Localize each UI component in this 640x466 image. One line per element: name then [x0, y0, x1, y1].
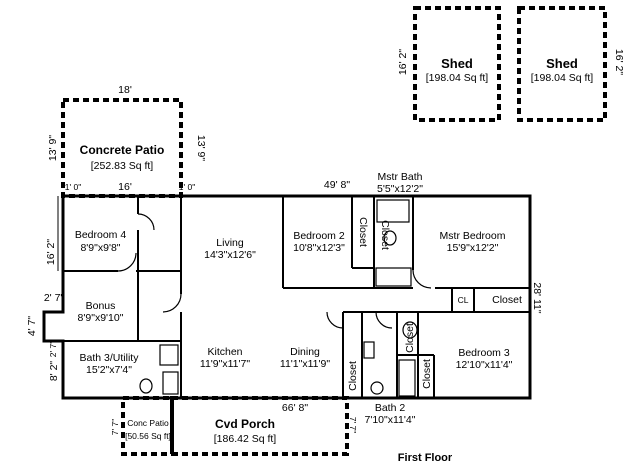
room-bonus-size: 8'9"x9'10": [77, 312, 124, 324]
room-bedroom3-name: Bedroom 3: [458, 347, 510, 359]
shed-outline-right: [517, 6, 607, 122]
dim-overall-width: 49' 8": [323, 179, 351, 191]
shed-left-title: Shed: [441, 56, 473, 71]
room-mstr-bedroom-name: Mstr Bedroom: [439, 230, 506, 242]
dim-top-left-b: 16': [118, 181, 132, 193]
closet-bedroom3: Closet: [421, 359, 433, 389]
floor-label: First Floor: [397, 452, 453, 464]
closet-cl: CL: [454, 295, 472, 305]
shed-outline-left: [413, 6, 501, 122]
closet-bath2: Closet: [404, 323, 416, 353]
room-bedroom4-size: 8'9"x9'8": [80, 242, 121, 254]
room-living-size: 14'3"x12'6": [204, 249, 256, 261]
interior-walls: [63, 196, 530, 398]
dim-left-bonus-b: 4' 7": [26, 315, 38, 337]
patio-left-dim: 13' 9": [47, 134, 59, 162]
dimension-marks: [43, 196, 59, 341]
dim-left-bedroom4: 16' 2": [45, 238, 57, 266]
room-mstr-bath-size: 5'5"x12'2": [377, 183, 423, 195]
shed-right-title: Shed: [546, 56, 578, 71]
room-dining-name: Dining: [290, 346, 320, 358]
patio-right-dim: 13' 9": [195, 134, 207, 162]
room-bath3-size: 15'2"x7'4": [86, 364, 132, 376]
room-bonus-name: Bonus: [85, 300, 116, 312]
dim-conc-left: 7' 7": [110, 418, 120, 436]
room-bedroom2-name: Bedroom 2: [293, 230, 345, 242]
patio-top-dim: 18': [118, 84, 132, 96]
dim-top-left-a: 1' 0": [64, 182, 82, 192]
closet-bedroom2: Closet: [357, 217, 369, 247]
shed-left-area: [198.04 Sq ft]: [425, 72, 489, 84]
patio-area: [252.83 Sq ft]: [90, 160, 154, 172]
dim-top-left-c: 1' 0": [178, 182, 196, 192]
dim-left-bonus-a: 2' 7": [43, 292, 65, 304]
room-living-name: Living: [216, 237, 244, 249]
room-bath3-name: Bath 3/Utility: [79, 352, 139, 364]
room-kitchen-size: 11'9"x11'7": [199, 358, 251, 370]
closet-mstr: Closet: [379, 220, 391, 250]
room-mstr-bath-name: Mstr Bath: [377, 171, 423, 183]
room-bath2-name: Bath 2: [374, 402, 406, 414]
closet-mstr-right: Closet: [486, 294, 528, 306]
room-bedroom2-size: 10'8"x12'3": [293, 242, 345, 254]
dim-porch-right: 7' 7": [348, 416, 358, 434]
porch-area: [186.42 Sq ft]: [213, 433, 277, 445]
room-bedroom3-size: 12'10"x11'4": [455, 359, 513, 371]
porch-outline: [170, 396, 349, 456]
room-mstr-bedroom-size: 15'9"x12'2": [446, 242, 499, 254]
conc-patio-area: [50.56 Sq ft]: [125, 431, 171, 441]
room-kitchen-name: Kitchen: [207, 346, 243, 358]
fixtures: [117, 199, 432, 397]
dim-right-side: 28' 11": [531, 282, 543, 314]
conc-patio-title: Conc Patio: [127, 418, 169, 428]
dim-left-bath: 8' 2": [48, 360, 60, 382]
porch-title: Cvd Porch: [214, 417, 275, 431]
room-dining-size: 11'1"x11'9": [279, 358, 331, 370]
closet-dining: Closet: [347, 361, 359, 391]
shed-right-area: [198.04 Sq ft]: [530, 72, 594, 84]
shed-left-dim: 16' 2": [397, 48, 409, 76]
shed-right-dim: 16' 2": [613, 48, 625, 76]
room-bedroom4-name: Bedroom 4: [74, 229, 127, 241]
room-bath2-size: 7'10"x11'4": [364, 414, 416, 426]
dim-porch-width: 66' 8": [281, 402, 309, 414]
patio-title: Concrete Patio: [79, 143, 165, 157]
